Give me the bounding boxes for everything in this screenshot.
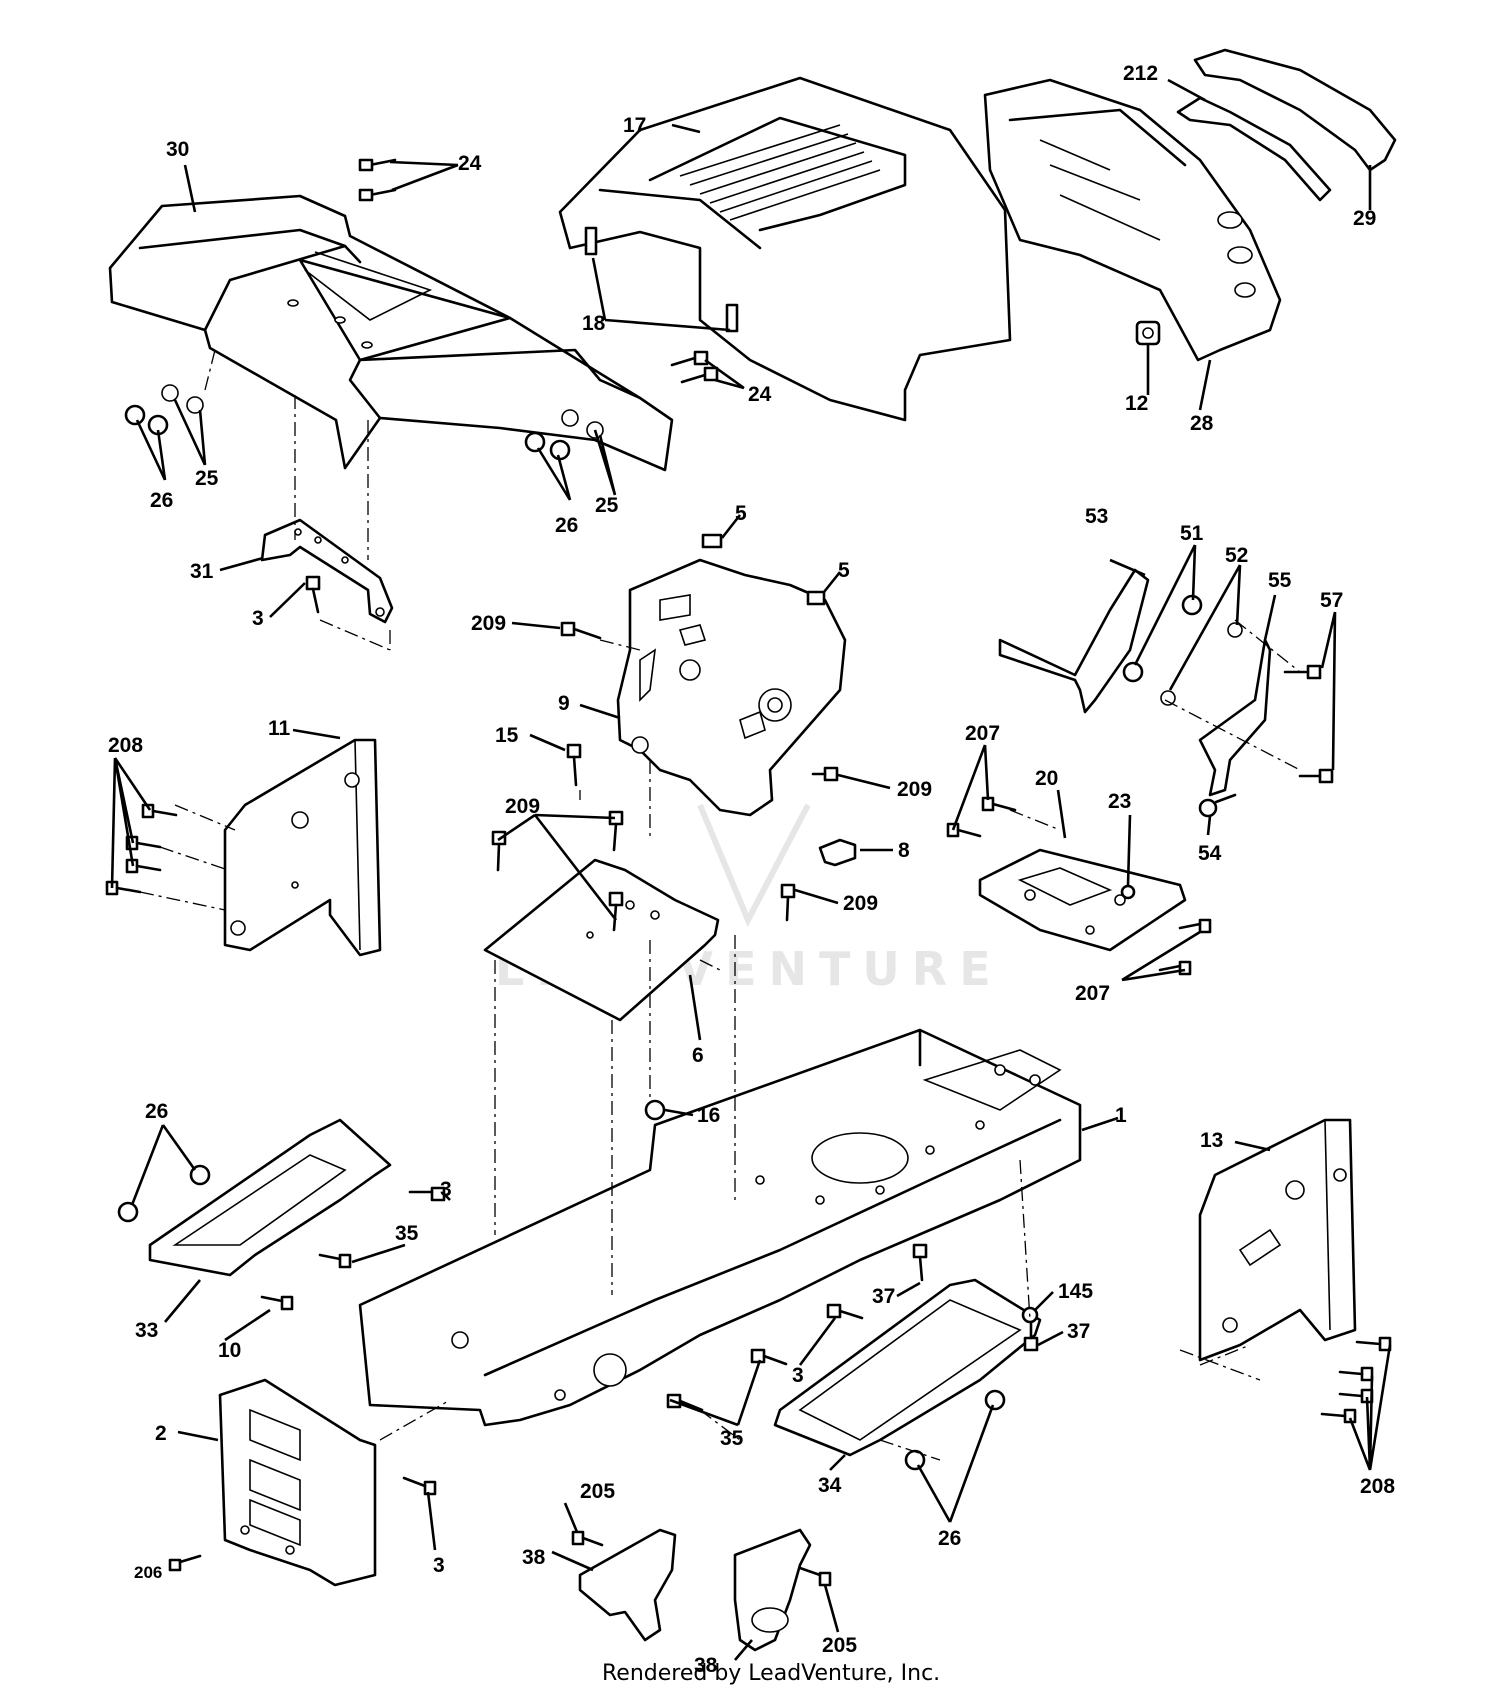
callout-28: 28 (1190, 412, 1214, 435)
mount-plate[interactable] (978, 848, 1187, 952)
callout-209-d: 209 (843, 892, 878, 915)
callout-12: 12 (1125, 392, 1148, 415)
assembly-lines (139, 349, 1301, 1461)
wire-clip[interactable] (818, 838, 857, 867)
callout-38-b: 38 (694, 1654, 718, 1677)
callout-11: 11 (268, 717, 291, 740)
callout-145: 145 (1058, 1280, 1093, 1303)
callout-209-c: 209 (505, 795, 540, 818)
footrest-right[interactable] (773, 1278, 1042, 1457)
grille-trim[interactable] (1193, 48, 1397, 172)
left-side-panel[interactable] (223, 738, 382, 957)
callout-55: 55 (1268, 569, 1292, 592)
steering-bracket-left[interactable] (998, 568, 1150, 714)
bracket-38-right[interactable] (733, 1528, 812, 1652)
callout-35-middle: 35 (720, 1427, 744, 1450)
callout-29: 29 (1353, 207, 1376, 230)
right-side-panel[interactable] (1198, 1118, 1357, 1362)
callout-3-front: 3 (433, 1554, 445, 1577)
grille-clip[interactable] (1135, 320, 1161, 346)
main-frame[interactable] (358, 1028, 1082, 1427)
callout-208-right: 208 (1360, 1475, 1395, 1498)
floor-plate[interactable] (483, 858, 720, 1022)
callout-17: 17 (623, 114, 646, 137)
footer-credit: Rendered by LeadVenture, Inc. (602, 1661, 940, 1686)
callout-16: 16 (697, 1104, 720, 1127)
grille-insert[interactable] (1176, 96, 1332, 202)
callout-13: 13 (1200, 1129, 1223, 1152)
callout-206: 206 (134, 1563, 162, 1582)
callout-8: 8 (898, 839, 910, 862)
callout-1: 1 (1115, 1104, 1127, 1127)
bracket-38-left[interactable] (578, 1528, 677, 1642)
callout-209-b: 209 (897, 778, 932, 801)
callout-31: 31 (190, 560, 214, 583)
hardware (105, 158, 1392, 1587)
callout-35-left: 35 (395, 1222, 419, 1245)
callout-25-left: 25 (195, 467, 219, 490)
callout-10: 10 (218, 1339, 241, 1362)
callout-26-lower-left: 26 (145, 1100, 168, 1123)
callout-5-top: 5 (735, 502, 747, 525)
callout-30: 30 (166, 138, 189, 161)
callout-24-right: 24 (748, 383, 772, 406)
front-plate[interactable] (218, 1378, 377, 1587)
callout-54: 54 (1198, 842, 1222, 865)
callout-34: 34 (818, 1474, 842, 1497)
hood-bumper[interactable] (725, 303, 739, 333)
callout-26-right: 26 (555, 514, 578, 537)
callout-37-b: 37 (1067, 1320, 1090, 1343)
grille[interactable] (983, 78, 1282, 362)
leader-lines (110, 78, 1392, 1661)
callout-205-b: 205 (822, 1634, 857, 1657)
callout-3-top: 3 (252, 607, 264, 630)
callout-205-a: 205 (580, 1480, 615, 1503)
callout-52: 52 (1225, 544, 1248, 567)
callout-2: 2 (155, 1422, 167, 1445)
callout-15: 15 (495, 724, 519, 747)
callout-23: 23 (1108, 790, 1131, 813)
rear-fender[interactable] (108, 194, 674, 472)
callout-207-bottom: 207 (1075, 982, 1110, 1005)
steering-bracket-right[interactable] (1198, 638, 1272, 797)
callout-18: 18 (582, 312, 606, 335)
callout-6: 6 (692, 1044, 704, 1067)
callout-26-left: 26 (150, 489, 173, 512)
callout-51: 51 (1180, 522, 1204, 545)
callout-53: 53 (1085, 505, 1108, 528)
callout-20: 20 (1035, 767, 1058, 790)
callout-5-right: 5 (838, 559, 850, 582)
callout-9: 9 (558, 692, 570, 715)
callout-38-a: 38 (522, 1546, 546, 1569)
callout-57: 57 (1320, 589, 1343, 612)
fender-bracket[interactable] (260, 518, 394, 624)
callout-25-right: 25 (595, 494, 619, 517)
hood[interactable] (558, 76, 1012, 422)
callout-208-left: 208 (108, 734, 143, 757)
callout-24-top: 24 (458, 152, 482, 175)
callout-33: 33 (135, 1319, 158, 1342)
callout-212: 212 (1123, 62, 1158, 85)
dash-panel[interactable] (616, 558, 847, 817)
callout-209-a: 209 (471, 612, 506, 635)
footrest-left[interactable] (148, 1118, 392, 1277)
callout-207-top: 207 (965, 722, 1000, 745)
callout-3-middle: 3 (792, 1364, 804, 1387)
callout-37-a: 37 (872, 1285, 895, 1308)
callout-labels: 30 24 17 212 29 18 24 12 28 25 26 26 25 … (108, 62, 1395, 1677)
callout-3-left: 3 (440, 1178, 452, 1201)
callout-26-lower-right: 26 (938, 1527, 961, 1550)
